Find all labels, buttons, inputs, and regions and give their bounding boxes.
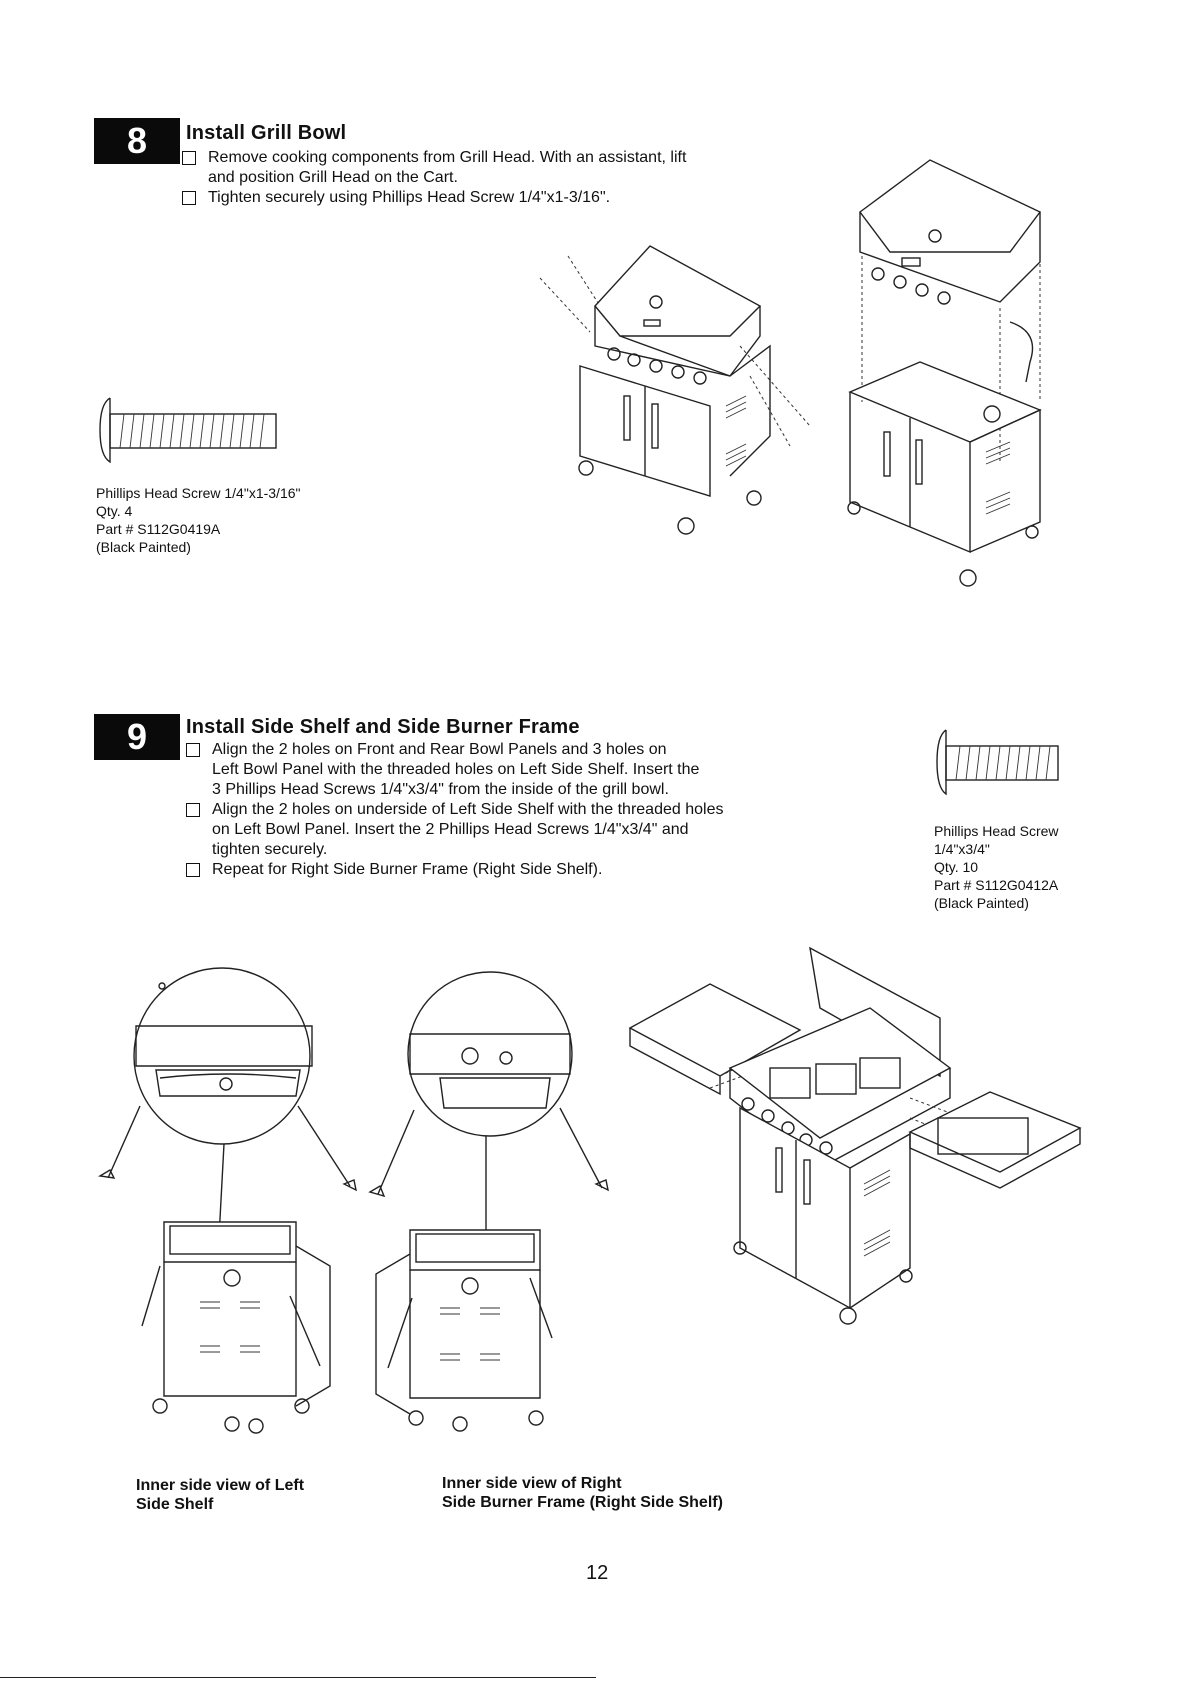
step-8-instructions: Remove cooking components from Grill Hea…: [182, 148, 822, 208]
screw-qty: Qty. 4: [96, 503, 133, 519]
screw-size: 1/4"x3/4": [934, 841, 990, 857]
right-shelf-caption: Inner side view of Right Side Burner Fra…: [442, 1475, 723, 1511]
step-8-instruction-1: Remove cooking components from Grill Hea…: [182, 148, 822, 188]
page-number: 12: [586, 1562, 609, 1584]
screw-part-number: Part # S112G0412A: [934, 877, 1059, 893]
step-8-part-info: Phillips Head Screw 1/4"x1-3/16" Qty. 4 …: [96, 484, 300, 556]
checkbox-icon[interactable]: [182, 151, 196, 165]
step-9-instructions: Align the 2 holes on Front and Rear Bowl…: [186, 740, 886, 880]
step-9-instruction-3: Repeat for Right Side Burner Frame (Righ…: [186, 860, 886, 880]
checkbox-icon[interactable]: [186, 743, 200, 757]
checkbox-icon[interactable]: [186, 803, 200, 817]
grill-with-side-shelves-illustration: [628, 946, 1082, 1325]
left-shelf-inner-view-illustration: [97, 967, 357, 1434]
step-8-number: 8: [126, 120, 148, 161]
step-9-instruction-1: Align the 2 holes on Front and Rear Bowl…: [186, 740, 886, 800]
checkbox-icon[interactable]: [186, 863, 200, 877]
screw-name: Phillips Head Screw 1/4"x1-3/16": [96, 485, 301, 501]
checkbox-icon[interactable]: [182, 191, 196, 205]
step-9-badge: 9: [94, 714, 180, 760]
step-9-number: 9: [126, 716, 148, 757]
screw-qty: Qty. 10: [934, 859, 979, 875]
screw-part-number: Part # S112G0419A: [96, 521, 221, 537]
step-8-title: Install Grill Bowl: [186, 122, 347, 144]
step-9-title: Install Side Shelf and Side Burner Frame: [186, 716, 580, 738]
screw-name: Phillips Head Screw: [934, 823, 1059, 839]
screw-illustration-3-4: [936, 729, 1059, 796]
grill-exploded-illustration: [847, 159, 1042, 587]
grill-assembled-illustration: [539, 245, 811, 535]
left-shelf-caption: Inner side view of Left Side Shelf: [136, 1477, 305, 1513]
step-8-badge: 8: [94, 118, 180, 164]
footer-rule: [0, 1677, 596, 1678]
screw-illustration-1-3-16: [99, 397, 277, 464]
step-8-instruction-2: Tighten securely using Phillips Head Scr…: [182, 188, 822, 208]
step-9-instruction-2: Align the 2 holes on underside of Left S…: [186, 800, 886, 860]
screw-finish: (Black Painted): [96, 539, 191, 555]
right-burner-frame-inner-view-illustration: [368, 971, 609, 1432]
screw-finish: (Black Painted): [934, 895, 1029, 911]
step-9-part-info: Phillips Head Screw 1/4"x3/4" Qty. 10 Pa…: [934, 822, 1059, 912]
